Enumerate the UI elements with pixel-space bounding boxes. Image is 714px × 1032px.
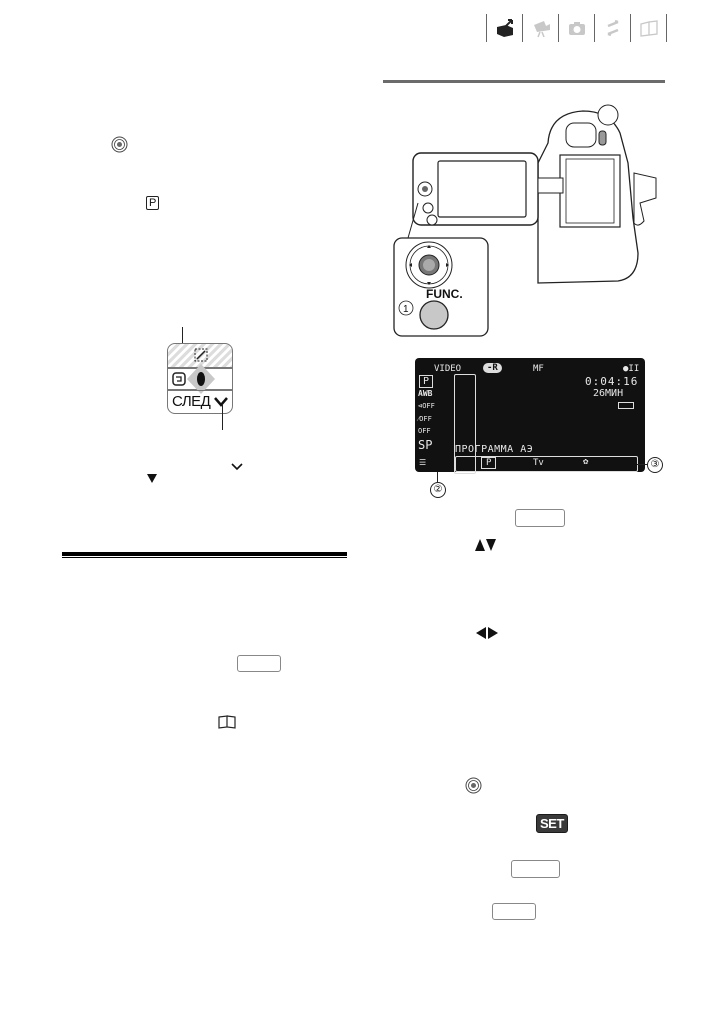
tab-video[interactable] — [522, 14, 558, 42]
callout-leader — [637, 464, 647, 465]
joystick-diamond-icon — [187, 364, 215, 394]
tab-transfer[interactable] — [594, 14, 630, 42]
callout-leader — [437, 472, 438, 482]
section-rule-thin — [62, 557, 347, 558]
svg-text:1: 1 — [403, 304, 409, 315]
tab-photo[interactable] — [558, 14, 594, 42]
left-right-arrows-icon — [476, 627, 498, 639]
joystick-icon — [111, 136, 128, 153]
book-icon — [639, 20, 658, 37]
callout-3: ③ — [647, 457, 663, 473]
next-label: СЛЕД — [172, 393, 211, 410]
disc-badge: -R — [483, 363, 502, 373]
joystick-icon — [465, 777, 482, 794]
func-button-outline — [492, 903, 536, 920]
up-down-arrows-icon — [475, 539, 496, 551]
chevron-down-icon — [231, 463, 243, 471]
callout-2: ② — [430, 482, 446, 498]
photo-camera-icon — [568, 22, 585, 35]
svg-text:FUNC.: FUNC. — [426, 287, 463, 301]
focus-icon — [194, 348, 208, 362]
side-menu-awb: AWB — [418, 389, 433, 398]
camcorder-illustration: FUNC. 1 — [393, 104, 657, 337]
timecode: 0:04:16 — [585, 375, 639, 388]
control-panel-diagram: СЛЕД — [167, 343, 233, 414]
func-button-outline — [515, 509, 565, 527]
tab-reference[interactable] — [630, 14, 667, 42]
options-highlight — [455, 456, 638, 472]
joystick-row — [167, 364, 233, 394]
lcd-screen: VIDEO -R MF ●II 0:04:16 26МИН P AWB ⊲OFF… — [415, 358, 645, 472]
callout-leader — [222, 404, 223, 430]
menu-title: ПРОГРАММА АЭ — [455, 444, 534, 455]
tab-preparations[interactable] — [486, 14, 522, 42]
side-menu-item: ⁄OFF — [418, 415, 432, 423]
down-triangle-icon — [147, 474, 157, 483]
option-night: ✿ — [583, 457, 589, 467]
remaining-time: 26МИН — [593, 388, 624, 399]
book-icon — [218, 715, 236, 729]
lcd-mode: VIDEO — [434, 364, 462, 374]
record-state: ●II — [623, 364, 640, 374]
video-camera-icon — [533, 21, 550, 38]
side-menu-item: ⊲OFF — [418, 402, 435, 410]
func-button-outline — [237, 655, 281, 672]
set-badge: SET — [536, 814, 568, 833]
return-icon — [172, 372, 186, 386]
option-tv: Tv — [533, 458, 544, 468]
section-rule — [62, 552, 347, 556]
chapter-tabs — [486, 14, 667, 42]
transfer-arrows-icon — [607, 19, 618, 37]
side-menu-program: P — [419, 375, 434, 388]
next-row: СЛЕД — [167, 390, 233, 414]
side-menu-highlight — [454, 374, 476, 474]
option-program: P — [481, 457, 497, 469]
focus-indicator: MF — [533, 364, 544, 374]
preparations-icon — [496, 19, 513, 37]
func-button-outline — [511, 860, 560, 878]
callout-leader — [182, 327, 183, 351]
chevron-down-icon — [214, 397, 228, 407]
battery-icon — [618, 402, 634, 409]
side-menu-list: ☰ — [419, 458, 427, 467]
side-menu-sp: SP — [418, 438, 433, 452]
section-divider — [383, 80, 665, 83]
side-menu-item: OFF — [418, 427, 431, 435]
program-mode-badge: P — [146, 196, 160, 210]
